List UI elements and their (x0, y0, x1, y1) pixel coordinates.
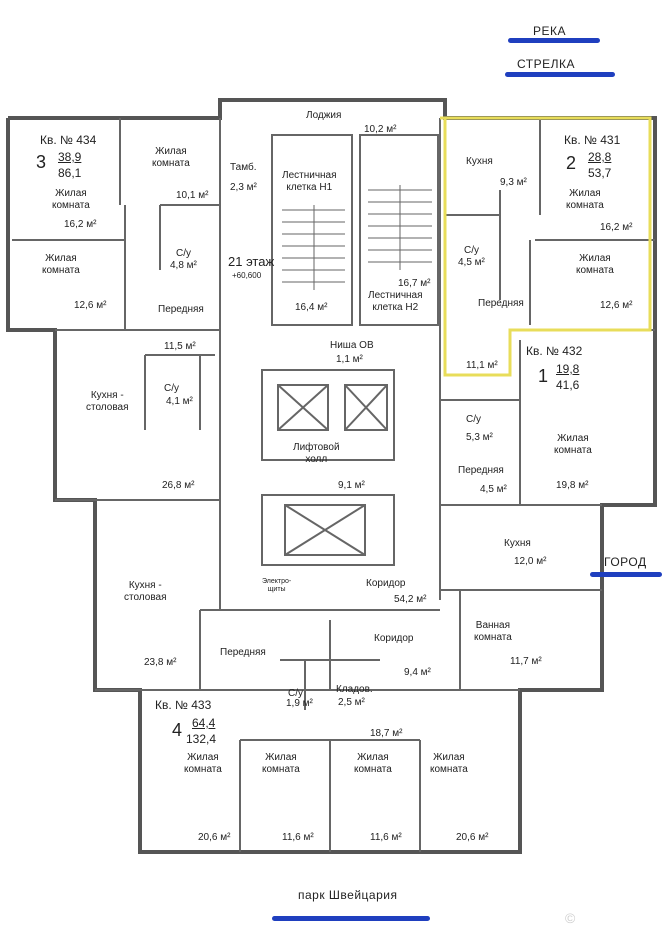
tamb-label: Тамб. (230, 162, 257, 173)
right-bath-area: 11,7 м² (510, 656, 542, 667)
apt-433-room3-area: 11,6 м² (370, 832, 402, 843)
apt-433-storage-area: 2,5 м² (338, 697, 365, 708)
apt-434-kitchen-area: 10,1 м² (176, 190, 209, 201)
apt-434-wc2-area: 4,1 м² (166, 396, 193, 407)
direction-park: парк Швейцария (298, 888, 398, 902)
apt-434-rooms: 3 (36, 152, 47, 172)
apt-431-living: 28,8 (588, 150, 612, 164)
stair-h1-label: Лестничная клетка Н1 (282, 170, 337, 193)
apt-434-hall-area: 11,5 м² (164, 341, 196, 352)
apt-431-rooms: 2 (566, 153, 577, 173)
apt-434-kitchen2-area: 26,8 м² (162, 480, 195, 491)
apt-434-room2-label: Жилая комната (42, 253, 80, 276)
apt-433-hall-label: Передняя (220, 647, 266, 658)
apt-433-room1-label: Жилая комната (184, 752, 222, 775)
right-bath-label: Ванная комната (474, 620, 512, 643)
corridor-2-label: Коридор (374, 633, 414, 644)
right-kitchen-area: 12,0 м² (514, 556, 547, 567)
floor-level: +60,600 (232, 271, 262, 280)
direction-river-bar (508, 38, 600, 43)
apt-434-wc-label: С/у (176, 248, 191, 259)
corridor-1-label: Коридор (366, 578, 406, 589)
apt-431-total: 53,7 (588, 166, 612, 180)
apt-432-hall-label: Передняя (458, 465, 504, 476)
apt-431-hall-label: Передняя (478, 298, 524, 309)
direction-river: РЕКА (533, 24, 567, 38)
apt-433-title: Кв. № 433 (155, 698, 212, 712)
lift-hall-area: 9,1 м² (338, 480, 365, 491)
loggia-label: Лоджия (306, 110, 342, 121)
apt-432-living: 19,8 (556, 362, 580, 376)
stair-h2-area: 16,7 м² (398, 278, 431, 289)
apt-433-wc-label: С/у (288, 688, 303, 699)
apt-433-living: 64,4 (192, 716, 216, 730)
loggia-area: 10,2 м² (364, 124, 397, 135)
niche-area: 1,1 м² (336, 354, 363, 365)
apt-433-kitchen-label: Кухня - столовая (124, 580, 167, 603)
floor-label: 21 этаж (228, 254, 275, 269)
direction-park-bar (272, 916, 430, 921)
direction-strelka-bar (505, 72, 615, 77)
apt-433-room2-area: 11,6 м² (282, 832, 314, 843)
apt-431-hall-area: 11,1 м² (466, 360, 498, 371)
apt-434-room2-area: 12,6 м² (74, 300, 107, 311)
apt-431-wc-label: С/у (464, 245, 479, 256)
apt-434-total: 86,1 (58, 166, 82, 180)
apt-433-total: 132,4 (186, 732, 217, 746)
apt-431-wc-area: 4,5 м² (458, 257, 485, 268)
apt-431-room1-area: 16,2 м² (600, 222, 633, 233)
stair-h1-area: 16,4 м² (295, 302, 328, 313)
lift-hall-label: Лифтовой холл (293, 442, 340, 465)
corridor-2-area: 9,4 м² (404, 667, 431, 678)
apt-431-room2-area: 12,6 м² (600, 300, 633, 311)
interior-walls (12, 118, 655, 852)
apt-434-kitchen2-label: Кухня - столовая (86, 390, 129, 413)
apt-433-rooms: 4 (172, 720, 183, 740)
apt-432-room-area: 19,8 м² (556, 480, 589, 491)
apt-433-room1-area: 20,6 м² (198, 832, 231, 843)
right-kitchen-label: Кухня (504, 538, 531, 549)
apt-433-room2-label: Жилая комната (262, 752, 300, 775)
apt-434-wc-area: 4,8 м² (170, 260, 197, 271)
apt-432-title: Кв. № 432 (526, 344, 583, 358)
apt-434-room1-area: 16,2 м² (64, 219, 97, 230)
watermark: © (565, 910, 576, 926)
apt-434-room1-label: Жилая комната (52, 188, 90, 211)
apt-431-room2-label: Жилая комната (576, 253, 614, 276)
apt-433-room3-label: Жилая комната (354, 752, 392, 775)
direction-strelka: СТРЕЛКА (517, 57, 575, 71)
apt-432-wc-label: С/у (466, 414, 481, 425)
apt-433-kitchen-area: 23,8 м² (144, 657, 177, 668)
apt-434-title: Кв. № 434 (40, 133, 97, 147)
apt-432-room-label: Жилая комната (554, 433, 592, 456)
apt-433-room4-label: Жилая комната (430, 752, 468, 775)
niche-label: Ниша ОВ (330, 340, 374, 351)
direction-city-bar (590, 572, 662, 577)
apt-434-hall-label: Передняя (158, 304, 204, 315)
apt-433-storage-label: Кладов. (336, 684, 373, 695)
apartment-431-highlight (440, 116, 652, 377)
stair-h2-label: Лестничная клетка Н2 (368, 290, 423, 313)
apt-434-living: 38,9 (58, 150, 82, 164)
direction-city: ГОРОД (604, 555, 647, 569)
apt-433-wc-area: 1,9 м² (286, 698, 313, 709)
apt-432-wc-area: 5,3 м² (466, 432, 493, 443)
apt-431-title: Кв. № 431 (564, 133, 621, 147)
electro-label: Электро- щиты (262, 578, 292, 593)
apt-434-wc2-label: С/у (164, 383, 179, 394)
apt-432-total: 41,6 (556, 378, 580, 392)
bottom-corridor-area: 18,7 м² (370, 728, 403, 739)
tamb-area: 2,3 м² (230, 182, 257, 193)
apt-432-hall-area: 4,5 м² (480, 484, 507, 495)
apt-432-rooms: 1 (538, 366, 549, 386)
apt-433-room4-area: 20,6 м² (456, 832, 489, 843)
apt-434-kitchen-label: Жилая комната (152, 146, 190, 169)
apt-431-room1-label: Жилая комната (566, 188, 604, 211)
apt-431-kitchen-label: Кухня (466, 156, 493, 167)
corridor-1-area: 54,2 м² (394, 594, 427, 605)
apt-431-kitchen-area: 9,3 м² (500, 177, 527, 188)
